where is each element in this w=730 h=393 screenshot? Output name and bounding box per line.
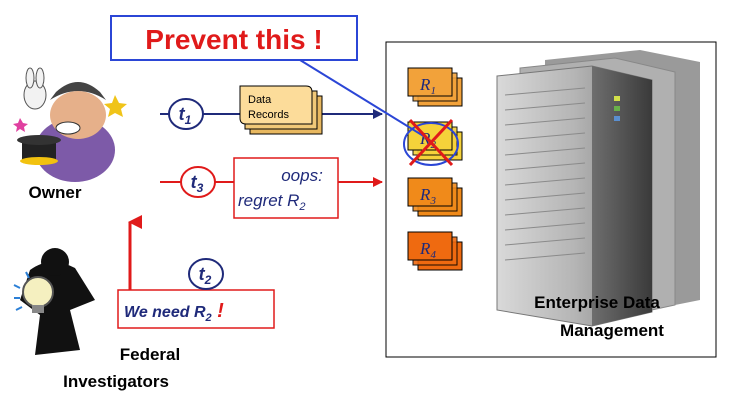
event-label-t2: t2 — [199, 264, 212, 287]
event-t2: t2 — [188, 258, 224, 290]
record-stack-1: R1 — [407, 67, 463, 107]
data-records-document-icon — [239, 85, 323, 135]
request-box — [117, 289, 275, 329]
investigators-label-line2: Investigators — [63, 372, 169, 391]
record-stack-3: R3 — [407, 177, 463, 217]
event-t3: t3 — [180, 166, 216, 198]
event-label-t3: t3 — [191, 172, 204, 195]
regret-box — [233, 157, 339, 219]
investigators-label-line1: Federal — [120, 345, 180, 364]
record-stack-4: R4 — [407, 231, 463, 271]
request-text: We need R2 ! — [124, 300, 224, 324]
event-label-t1: t1 — [179, 104, 192, 127]
enterprise-label-line2: Management — [560, 321, 664, 340]
owner-magician-icon — [13, 67, 127, 182]
data-records-line1: Data — [248, 94, 272, 106]
record-label-3: R3 — [419, 185, 436, 207]
record-label-1: R1 — [419, 75, 436, 97]
prevent-cross-icon — [403, 118, 459, 167]
owner-label: Owner — [29, 183, 82, 202]
record-label-4: R4 — [419, 239, 436, 261]
server-rack-icon — [496, 50, 700, 327]
callout-pointer-line — [299, 59, 431, 141]
data-records-line2: Records — [248, 109, 289, 121]
regret-line1: oops: — [281, 166, 323, 185]
regret-line2: regret R2 — [238, 191, 306, 213]
prevent-callout-text: Prevent this ! — [145, 24, 322, 55]
enterprise-label-line1: Enterprise Data — [534, 293, 660, 312]
investigator-icon — [13, 248, 95, 355]
prevent-callout-box — [110, 15, 358, 61]
event-t1: t1 — [168, 98, 204, 130]
